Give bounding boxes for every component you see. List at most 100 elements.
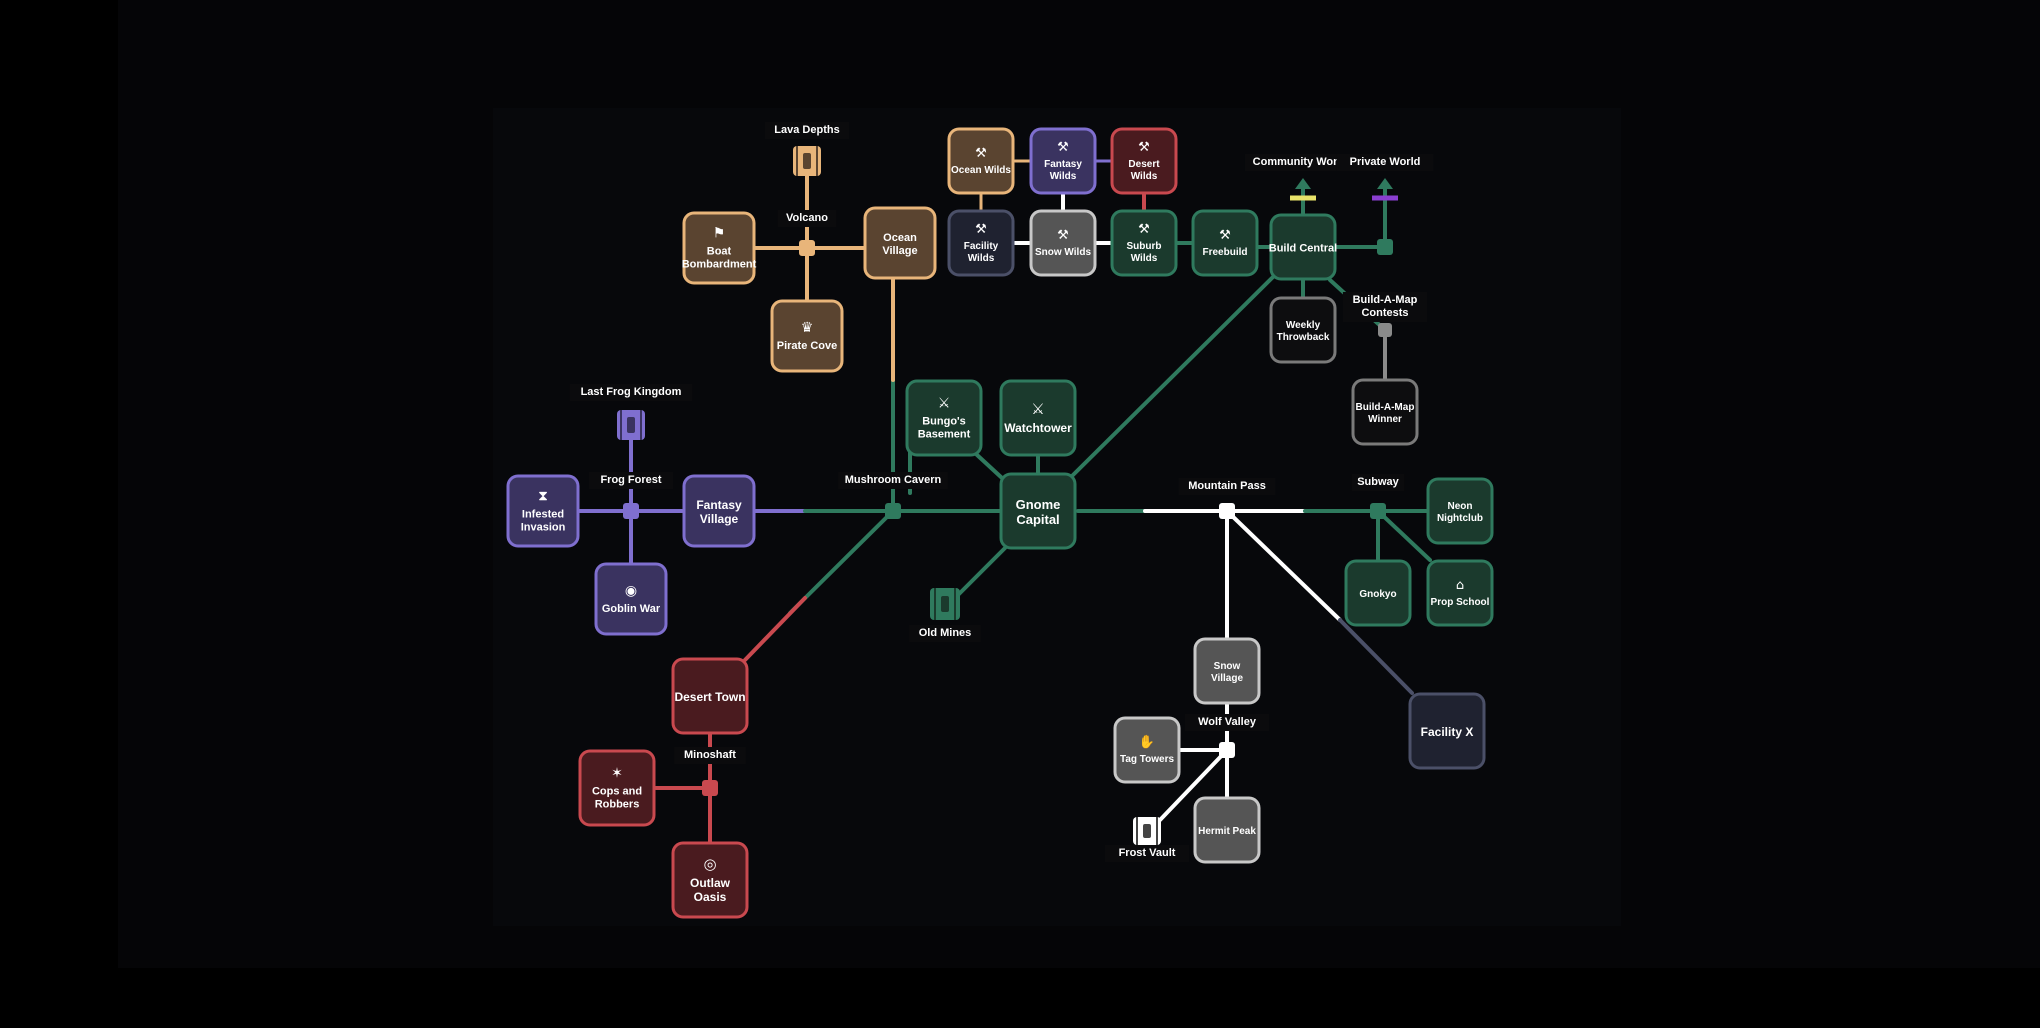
map-node-gnokyo[interactable]: Gnokyo	[1344, 559, 1412, 627]
junction-build-a-map-contests[interactable]	[1378, 323, 1392, 337]
node-tile[interactable]	[1408, 692, 1486, 770]
path-bungo-to-capital	[974, 452, 1004, 480]
node-tile[interactable]	[1426, 477, 1494, 545]
junction-label: Subway	[1357, 476, 1399, 488]
node-tile[interactable]	[905, 379, 983, 457]
junction-label-last-frog-kingdom: Last Frog Kingdom	[569, 384, 693, 401]
door-icon[interactable]	[1133, 817, 1161, 845]
door-icon[interactable]	[793, 146, 821, 176]
node-tile[interactable]	[682, 211, 756, 285]
node-tile[interactable]	[1426, 559, 1494, 627]
junction-label: Minoshaft	[684, 749, 736, 761]
node-tile[interactable]	[1029, 209, 1097, 277]
map-node-build-central[interactable]: Build Central	[1269, 213, 1337, 281]
arrow-up-icon[interactable]	[1372, 178, 1398, 201]
node-tile[interactable]	[770, 299, 844, 373]
junction-label-volcano: Volcano	[777, 210, 837, 227]
map-node-desert-town[interactable]: Desert Town	[671, 657, 749, 735]
node-tile[interactable]	[1193, 796, 1261, 864]
map-node-hermit-peak[interactable]: Hermit Peak	[1193, 796, 1261, 864]
node-tile[interactable]	[1110, 209, 1178, 277]
label-background	[909, 625, 981, 642]
node-label: Snow Wilds	[1035, 247, 1091, 258]
junction-mountain-pass[interactable]	[1219, 503, 1235, 519]
node-tile[interactable]	[1191, 209, 1259, 277]
label-background	[569, 384, 693, 401]
map-node-pirate-cove[interactable]: ♛Pirate Cove	[770, 299, 844, 373]
node-tile[interactable]	[1269, 296, 1337, 364]
map-node-prop-school[interactable]: ⌂Prop School	[1426, 559, 1494, 627]
label-background	[1244, 154, 1362, 171]
node-label: Hermit Peak	[1198, 826, 1256, 837]
node-tile[interactable]	[671, 841, 749, 919]
label-background	[1178, 478, 1276, 495]
node-tile[interactable]	[1113, 716, 1181, 784]
map-node-goblin-war[interactable]: ◉Goblin War	[594, 562, 668, 636]
junction-subway[interactable]	[1370, 503, 1386, 519]
junction-frog-forest[interactable]	[623, 503, 639, 519]
junction-mushroom-cavern[interactable]	[885, 503, 901, 519]
node-tile[interactable]	[671, 657, 749, 735]
path-wolf-to-frost-vault	[1158, 748, 1229, 822]
map-node-facility-x[interactable]: Facility X	[1408, 692, 1486, 770]
node-tile[interactable]	[947, 127, 1015, 195]
node-tile[interactable]	[947, 209, 1015, 277]
node-tile[interactable]	[1269, 213, 1337, 281]
door-icon[interactable]	[930, 588, 960, 620]
map-node-tag-towers[interactable]: ✋Tag Towers	[1113, 716, 1181, 784]
junction-volcano[interactable]	[799, 240, 815, 256]
node-tile[interactable]	[594, 562, 668, 636]
crown-icon: ♛	[801, 320, 814, 336]
node-tile[interactable]	[999, 379, 1077, 457]
junction-wolf-valley[interactable]	[1219, 742, 1235, 758]
node-tile[interactable]	[506, 474, 580, 548]
node-tile[interactable]	[1193, 637, 1261, 705]
arrow-up-icon[interactable]	[1290, 178, 1316, 201]
node-tile[interactable]	[1344, 559, 1412, 627]
label-background	[1342, 292, 1428, 322]
path-mountain-to-facility-x-slate	[1338, 618, 1414, 695]
node-tile[interactable]	[1110, 127, 1178, 195]
hand-icon: ✋	[1139, 734, 1155, 750]
label-background	[588, 472, 674, 489]
map-node-ocean-wilds[interactable]: ⚒Ocean Wilds	[947, 127, 1015, 195]
map-node-snow-wilds[interactable]: ⚒Snow Wilds	[1029, 209, 1097, 277]
node-tile[interactable]	[1029, 127, 1097, 195]
junction-label-lava-depths: Lava Depths	[764, 122, 850, 139]
node-label: Watchtower	[1004, 421, 1072, 435]
map-node-watchtower[interactable]: ⚔Watchtower	[999, 379, 1077, 457]
node-tile[interactable]	[682, 474, 756, 548]
path-capital-to-build-central	[1068, 273, 1277, 480]
map-node-freebuild[interactable]: ⚒Freebuild	[1191, 209, 1259, 277]
node-tile[interactable]	[1351, 378, 1419, 446]
door-icon[interactable]	[617, 410, 645, 440]
junction-private-world-link[interactable]	[1377, 239, 1393, 255]
junction-label-frost-vault: Frost Vault	[1104, 845, 1190, 862]
node-tile[interactable]	[999, 472, 1077, 550]
node-tile[interactable]	[578, 749, 656, 827]
node-tile[interactable]	[863, 206, 937, 280]
junction-minoshaft[interactable]	[702, 780, 718, 796]
node-label: Desert Town	[674, 690, 745, 704]
path-capital-to-old-mines	[953, 546, 1007, 600]
